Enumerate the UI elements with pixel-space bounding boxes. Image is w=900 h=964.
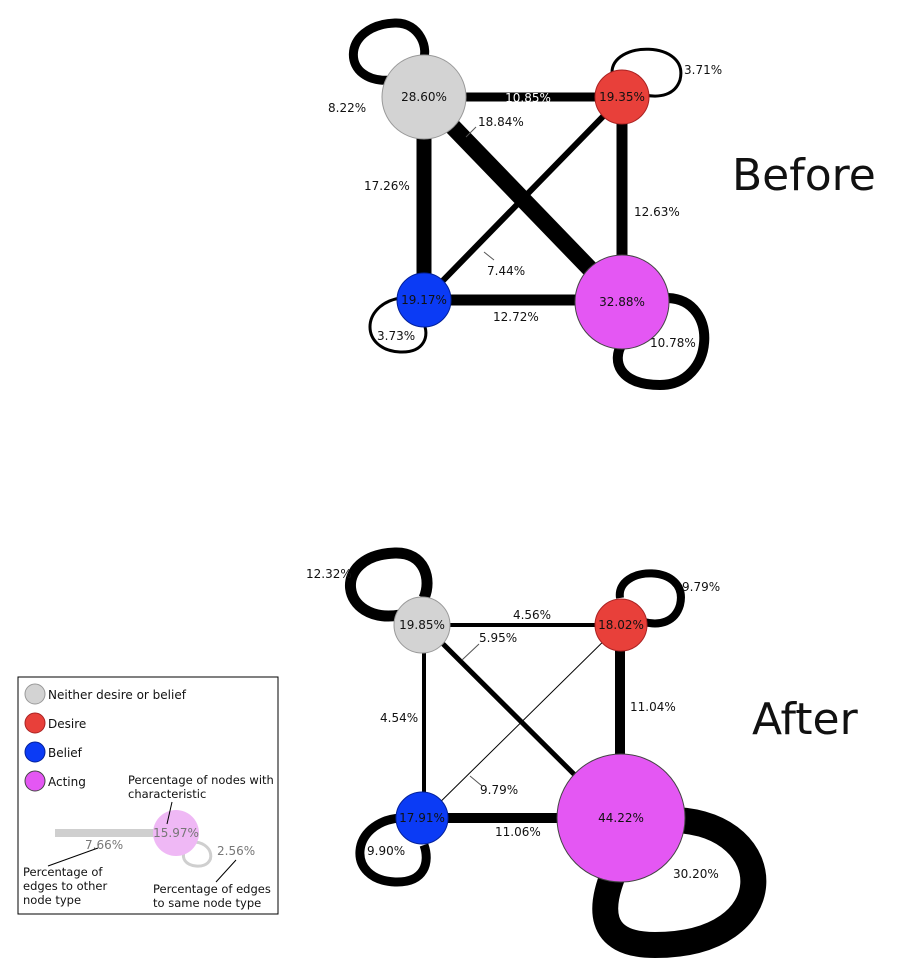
after-edge-neither-acting-label: 5.95% xyxy=(479,631,517,645)
after-edge-desire-acting-label: 11.04% xyxy=(630,700,676,714)
after-node-desire-label: 18.02% xyxy=(598,618,644,632)
before-node-neither xyxy=(381,54,467,140)
legend-note-edges-other-line2: edges to other xyxy=(23,879,108,893)
legend-note-edges-same-line1: Percentage of edges xyxy=(153,882,271,896)
after-edge-neither-desire-label: 4.56% xyxy=(513,608,551,622)
before-loop-neither-label: 8.22% xyxy=(328,101,366,115)
after-node-belief-label: 17.91% xyxy=(399,811,445,825)
before-edge-neither-acting-label: 18.84% xyxy=(478,115,524,129)
legend: Neither desire or belief Desire Belief A… xyxy=(17,676,279,915)
after-loop-desire xyxy=(615,569,685,628)
after-node-neither xyxy=(393,596,451,654)
legend-note-edges-same-line2: to same node type xyxy=(153,896,261,910)
legend-example-node-label: 15.97% xyxy=(153,826,199,840)
after-loop-belief-label: 9.90% xyxy=(367,844,405,858)
after-edge-desire-belief xyxy=(423,624,621,819)
after-loop-belief xyxy=(355,813,431,887)
legend-note-nodes-line2: characteristic xyxy=(128,787,206,801)
before-edge-neither-belief-label: 17.26% xyxy=(364,179,410,193)
before-edge-desire-belief-label: 7.44% xyxy=(487,264,525,278)
before-node-acting xyxy=(574,254,670,350)
legend-label-neither: Neither desire or belief xyxy=(48,688,187,702)
legend-pointer-edges-same xyxy=(215,859,237,883)
legend-example-loop xyxy=(181,840,213,868)
before-edge-desire-acting-label: 12.63% xyxy=(634,205,680,219)
before-node-belief-label: 19.17% xyxy=(401,293,447,307)
before-loop-acting xyxy=(612,293,710,391)
before-edge-desire-belief xyxy=(421,94,625,303)
legend-note-edges-other-line1: Percentage of xyxy=(23,865,103,879)
before-node-neither-label: 28.60% xyxy=(401,90,447,104)
before-loop-desire-label: 3.71% xyxy=(684,63,722,77)
after-pointer-979 xyxy=(469,775,483,787)
legend-pointer-nodes xyxy=(166,801,173,825)
after-loop-neither-label: 12.32% xyxy=(306,567,352,581)
legend-swatch-desire xyxy=(24,712,46,734)
after-loop-acting-label: 30.20% xyxy=(673,867,719,881)
after-node-belief xyxy=(395,791,449,845)
legend-label-acting: Acting xyxy=(48,775,86,789)
legend-example-loop-label: 2.56% xyxy=(217,844,255,858)
after-pointer-595 xyxy=(461,643,480,661)
before-edge-neither-desire-label: 10.85% xyxy=(505,91,551,105)
before-title: Before xyxy=(732,150,876,201)
before-loop-neither xyxy=(349,18,430,85)
before-loop-belief-label: 3.73% xyxy=(377,329,415,343)
after-edge-belief-acting-label: 11.06% xyxy=(495,825,541,839)
legend-swatch-acting xyxy=(24,770,46,792)
after-title: After xyxy=(752,694,859,745)
before-graph: 28.60% 19.35% 19.17% 32.88% 10.85% 18.84… xyxy=(328,18,876,391)
before-pointer-18 xyxy=(465,126,477,138)
before-node-desire xyxy=(594,69,650,125)
legend-label-desire: Desire xyxy=(48,717,86,731)
before-node-acting-label: 32.88% xyxy=(599,295,645,309)
before-loop-acting-label: 10.78% xyxy=(650,336,696,350)
before-edge-belief-acting-label: 12.72% xyxy=(493,310,539,324)
legend-example-node xyxy=(153,810,199,856)
legend-note-nodes-line1: Percentage of nodes with xyxy=(128,773,274,787)
after-loop-acting xyxy=(592,807,767,959)
legend-swatch-belief xyxy=(24,741,46,763)
before-loop-desire xyxy=(610,47,683,98)
legend-label-belief: Belief xyxy=(48,746,83,760)
after-loop-desire-label: 9.79% xyxy=(682,580,720,594)
after-node-acting xyxy=(556,753,686,883)
after-graph: 19.85% 18.02% 17.91% 44.22% 4.56% 5.95% … xyxy=(306,547,859,959)
legend-box xyxy=(17,676,279,915)
after-edge-neither-belief-label: 4.54% xyxy=(380,711,418,725)
before-node-belief xyxy=(396,272,452,328)
after-node-desire xyxy=(594,598,648,652)
after-node-neither-label: 19.85% xyxy=(399,618,445,632)
before-loop-belief xyxy=(368,296,428,354)
legend-swatch-neither xyxy=(24,683,46,705)
legend-note-edges-other-line3: node type xyxy=(23,893,81,907)
legend-pointer-edges-other xyxy=(47,847,99,867)
before-pointer-744 xyxy=(483,251,495,261)
after-loop-neither xyxy=(344,547,433,622)
after-edge-desire-belief-label: 9.79% xyxy=(480,783,518,797)
legend-example-edge-label: 7.66% xyxy=(85,838,123,852)
before-node-desire-label: 19.35% xyxy=(599,90,645,104)
after-node-acting-label: 44.22% xyxy=(598,811,644,825)
